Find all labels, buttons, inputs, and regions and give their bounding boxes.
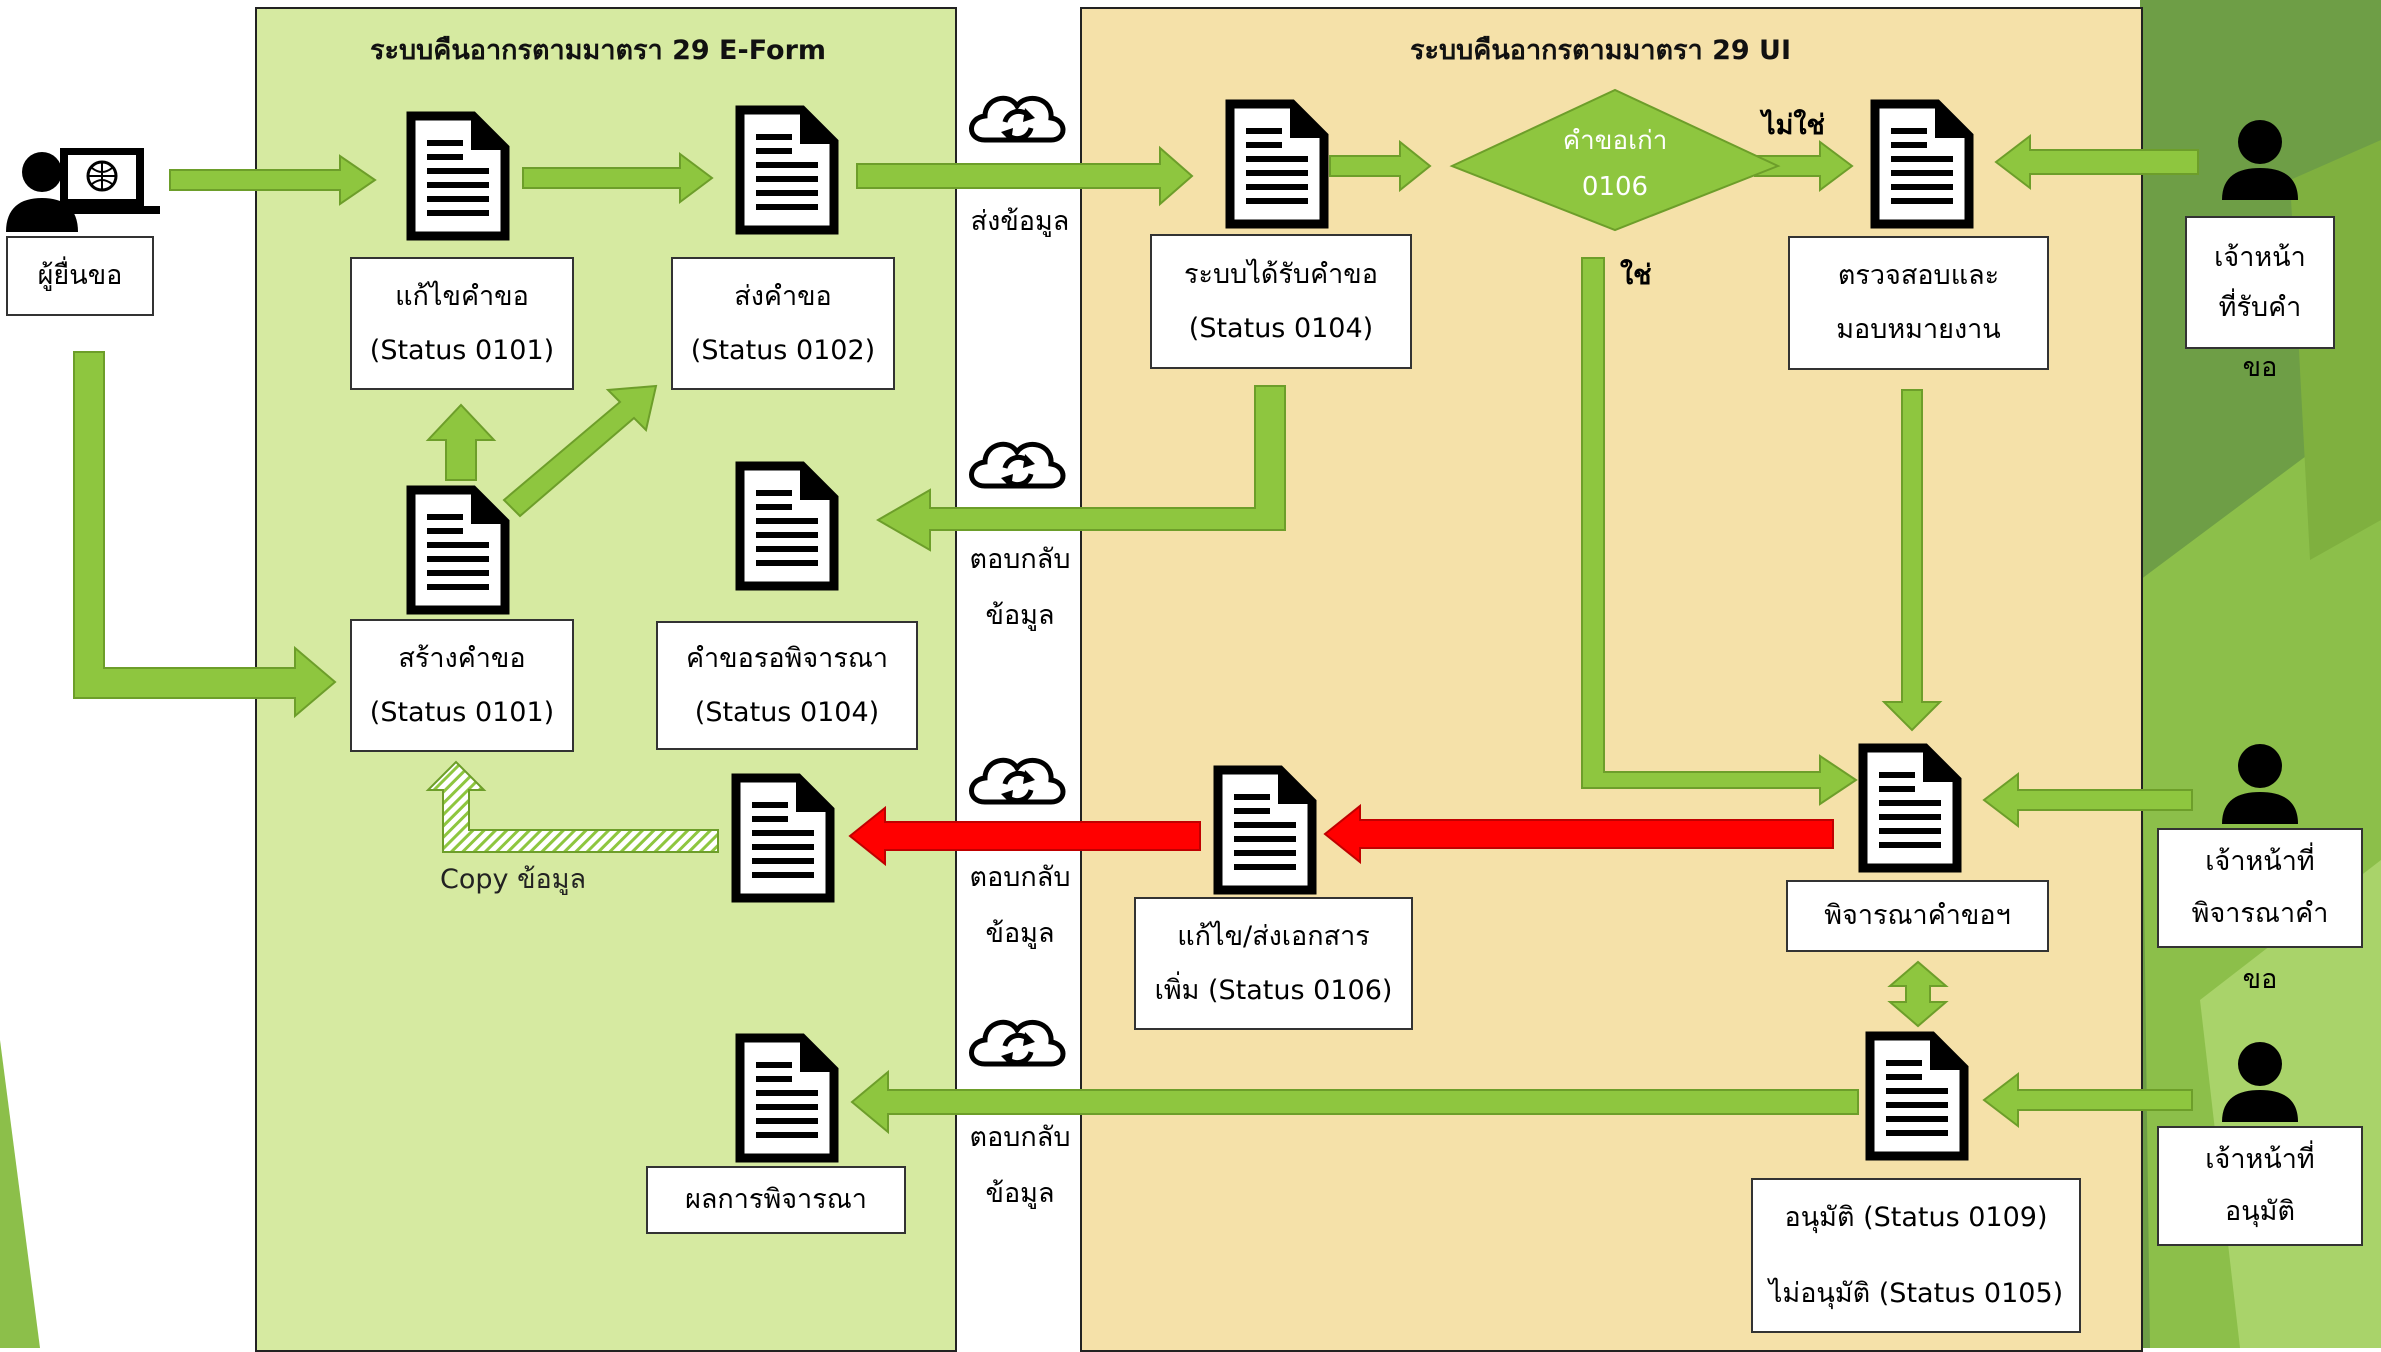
reject-line: ไม่อนุมัติ (Status 0105)	[1768, 1277, 2064, 1309]
reply-data-1-line-2: ข้อมูล	[985, 600, 1055, 631]
eform-panel-title: ระบบคืนอากรตามมาตรา 29 E-Form	[370, 35, 827, 66]
edit-request-box: แก้ไขคำขอ (Status 0101)	[350, 257, 574, 390]
receiver-line-2: ที่รับคำ	[2218, 291, 2302, 323]
no-label: ไม่ใช่	[1762, 110, 1825, 141]
send-data-label: ส่งข้อมูล	[970, 206, 1070, 237]
applicant-box: ผู้ยื่นขอ	[6, 236, 154, 316]
approver-line-2: อนุมัติ	[2224, 1196, 2295, 1227]
check-assign-line-1: ตรวจสอบและ	[1837, 260, 2000, 291]
create-request-box: สร้างคำขอ (Status 0101)	[350, 619, 574, 752]
check-assign-line-2: มอบหมายงาน	[1836, 314, 2001, 345]
copy-data-label: Copy ข้อมูล	[440, 864, 587, 895]
pending-request-box: คำขอรอพิจารณา (Status 0104)	[656, 621, 918, 750]
reply-data-2-line-2: ข้อมูล	[985, 918, 1055, 949]
pending-request-title: คำขอรอพิจารณา	[685, 642, 889, 674]
considerer-line-2: พิจารณาคำ	[2191, 898, 2329, 929]
approve-box: อนุมัติ (Status 0109) ไม่อนุมัติ (Status…	[1751, 1178, 2081, 1333]
consider-box: พิจารณาคำขอฯ	[1786, 880, 2049, 952]
create-request-title: สร้างคำขอ	[398, 642, 526, 674]
edit-request-title: แก้ไขคำขอ	[395, 280, 529, 312]
applicant-label: ผู้ยื่นขอ	[37, 260, 123, 291]
yes-label: ใช่	[1620, 260, 1652, 291]
considerer-box: เจ้าหน้าที่ พิจารณาคำ	[2157, 828, 2363, 948]
approver-box: เจ้าหน้าที่ อนุมัติ	[2157, 1126, 2363, 1246]
receiver-line-1: เจ้าหน้า	[2214, 241, 2306, 273]
approve-line: อนุมัติ (Status 0109)	[1784, 1201, 2048, 1233]
reply-data-label-1: ตอบกลับ ข้อมูล	[960, 532, 1080, 644]
received-status: (Status 0104)	[1188, 312, 1374, 344]
create-request-status: (Status 0101)	[369, 696, 555, 728]
receiver-box: เจ้าหน้า ที่รับคำ	[2185, 216, 2335, 349]
decision-line-2: 0106	[1581, 172, 1649, 202]
considerer-line-3: ขอ	[2242, 964, 2278, 995]
reply-data-label-2: ตอบกลับ ข้อมูล	[960, 850, 1080, 962]
fix-docs-line-1: แก้ไข/ส่งเอกสาร	[1177, 920, 1370, 952]
received-title: ระบบได้รับคำขอ	[1184, 258, 1378, 290]
reply-data-3-line-2: ข้อมูล	[985, 1178, 1055, 1209]
send-request-box: ส่งคำขอ (Status 0102)	[671, 257, 895, 390]
decision-line-1: คำขอเก่า	[1562, 126, 1668, 156]
decision-label: คำขอเก่า 0106	[1515, 118, 1715, 210]
pending-request-status: (Status 0104)	[694, 696, 880, 728]
send-request-status: (Status 0102)	[690, 334, 876, 366]
send-request-title: ส่งคำขอ	[734, 280, 832, 312]
fix-docs-line-2: เพิ่ม (Status 0106)	[1154, 974, 1393, 1006]
check-assign-box: ตรวจสอบและ มอบหมายงาน	[1788, 236, 2049, 370]
received-box: ระบบได้รับคำขอ (Status 0104)	[1150, 234, 1412, 369]
approver-line-1: เจ้าหน้าที่	[2205, 1144, 2315, 1175]
receiver-line-3: ขอ	[2242, 352, 2278, 383]
result-box: ผลการพิจารณา	[646, 1166, 906, 1234]
fix-docs-box: แก้ไข/ส่งเอกสาร เพิ่ม (Status 0106)	[1134, 897, 1413, 1030]
considerer-line-1: เจ้าหน้าที่	[2205, 846, 2315, 877]
edit-request-status: (Status 0101)	[369, 334, 555, 366]
reply-data-label-3: ตอบกลับ ข้อมูล	[960, 1110, 1080, 1222]
reply-data-3-line-1: ตอบกลับ	[969, 1122, 1071, 1153]
reply-data-2-line-1: ตอบกลับ	[969, 862, 1071, 893]
result-title: ผลการพิจารณา	[685, 1184, 867, 1215]
ui-panel-title: ระบบคืนอากรตามมาตรา 29 UI	[1410, 35, 1792, 66]
consider-title: พิจารณาคำขอฯ	[1824, 900, 2011, 931]
reply-data-1-line-1: ตอบกลับ	[969, 544, 1071, 575]
